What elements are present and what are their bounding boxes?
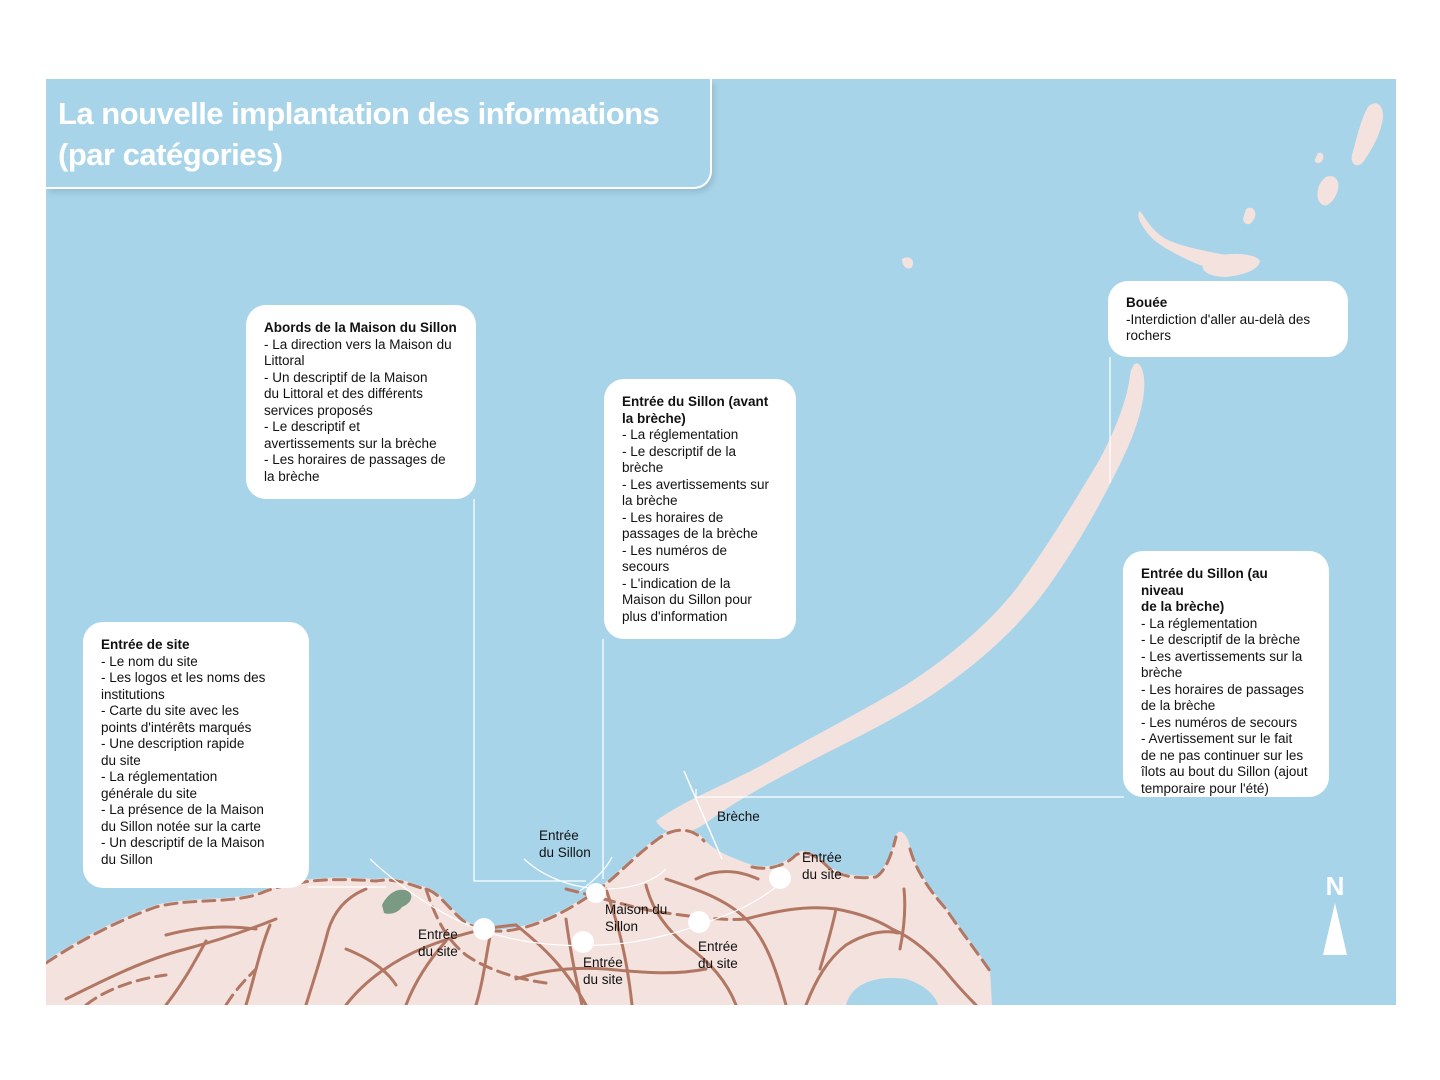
- label-line: du site: [583, 971, 623, 987]
- info-box-line: - Les horaires de passages de: [264, 452, 446, 467]
- info-box-line: plus d'information: [622, 608, 728, 624]
- info-box-line: la brèche: [622, 493, 678, 508]
- label-line: du site: [418, 943, 458, 959]
- info-box-entree-site: Entrée de site - Le nom du site - Les lo…: [83, 622, 309, 888]
- info-box-line: de ne pas continuer sur les: [1141, 747, 1304, 763]
- label-line: Entrée: [802, 850, 842, 865]
- info-box-line: - Le descriptif de la brèche: [1141, 632, 1301, 647]
- label-line: Sillon: [605, 918, 639, 934]
- info-box-line: - Les numéros de: [622, 542, 728, 558]
- breche-line: [683, 770, 723, 860]
- info-box-line: passages de la brèche: [622, 526, 758, 541]
- info-box-line: - Les logos et les noms des: [101, 670, 266, 685]
- map-graphic: [46, 103, 1384, 1005]
- info-box-bouee: Bouée -Interdiction d'aller au-delà des …: [1108, 281, 1348, 357]
- map-frame: La nouvelle implantation des information…: [46, 79, 1396, 1005]
- info-box-line: - Les horaires de: [622, 509, 724, 525]
- label-line: Entrée: [583, 955, 623, 970]
- info-box-entree-sillon-niveau-breche: Entrée du Sillon (au niveau de la brèche…: [1123, 551, 1329, 797]
- info-box-line: - L'indication de la: [622, 575, 731, 591]
- info-box-line: - La réglementation: [101, 769, 218, 784]
- label-entree-site-south: Entrée du site: [583, 955, 623, 988]
- info-box-line: Littoral: [264, 353, 305, 368]
- entry-arcs: [369, 856, 787, 947]
- info-box-line: - Une description rapide: [101, 736, 245, 751]
- info-box-abords-maison-sillon: Abords de la Maison du Sillon - La direc…: [246, 305, 476, 499]
- info-box-line: - Un descriptif de la Maison: [264, 369, 428, 385]
- info-box-line: - Le nom du site: [101, 653, 198, 669]
- info-box-line: - Un descriptif de la Maison: [101, 835, 265, 850]
- info-box-line: du Littoral et des différents: [264, 386, 423, 401]
- info-box-line: générale du site: [101, 785, 198, 801]
- map-title-line-1: La nouvelle implantation des information…: [58, 96, 660, 131]
- info-box-line: Maison du Sillon pour: [622, 592, 752, 607]
- info-box-line: - Les numéros de secours: [1141, 714, 1298, 730]
- info-box-line: de la brèche: [1141, 698, 1216, 713]
- info-box-line: - La réglementation: [622, 427, 739, 442]
- label-line: du Sillon: [539, 844, 591, 860]
- info-box-line: - Le descriptif et: [264, 419, 361, 434]
- info-box-title: Entrée de site: [101, 637, 190, 652]
- info-box-title: Abords de la Maison du Sillon: [264, 320, 457, 335]
- map-title-line-2: (par catégories): [58, 137, 283, 172]
- info-box-title-line-1: Entrée du Sillon (au niveau: [1141, 566, 1268, 598]
- info-box-line: - Les horaires de passages: [1141, 681, 1304, 697]
- info-box-line: secours: [622, 559, 670, 574]
- label-line: du site: [802, 866, 842, 882]
- label-line: Entrée: [539, 828, 579, 843]
- info-box-title-line-1: Entrée du Sillon (avant: [622, 394, 769, 409]
- info-box-line: points d'intérêts marqués: [101, 719, 252, 735]
- label-breche-text: Brèche: [717, 809, 760, 824]
- info-box-line: brèche: [1141, 665, 1183, 680]
- info-box-line: temporaire pour l'été): [1141, 780, 1269, 796]
- info-box-line: - Les avertissements sur la: [1141, 648, 1303, 664]
- info-box-line: -Interdiction d'aller au-delà des: [1126, 311, 1311, 327]
- info-box-line: - La direction vers la Maison du: [264, 336, 452, 352]
- info-box-line: - Les avertissements sur: [622, 476, 770, 492]
- label-line: Entrée: [698, 939, 738, 954]
- land-mass: [46, 828, 992, 1005]
- info-points: [473, 867, 791, 953]
- islets: [902, 103, 1384, 277]
- roads: [64, 870, 978, 1005]
- info-box-title-line-2: la brèche): [622, 410, 686, 426]
- connector-lines: [308, 357, 1124, 888]
- info-box-line: du Sillon: [101, 851, 153, 867]
- label-breche: Brèche: [717, 809, 760, 826]
- info-box-line: rochers: [1126, 328, 1172, 343]
- info-box-line: - La présence de la Maison: [101, 802, 264, 817]
- info-box-line: institutions: [101, 686, 165, 702]
- info-box-title: Bouée: [1126, 295, 1168, 310]
- north-arrow-icon: [1323, 903, 1347, 955]
- label-maison-du-sillon: Maison du Sillon: [605, 902, 667, 935]
- info-box-line: services proposés: [264, 402, 373, 418]
- info-box-entree-sillon-avant-breche: Entrée du Sillon (avant la brèche) - La …: [604, 379, 796, 639]
- info-box-line: îlots au bout du Sillon (ajout: [1141, 764, 1308, 779]
- info-box-line: avertissements sur la brèche: [264, 435, 437, 451]
- info-box-line: - Avertissement sur le fait: [1141, 731, 1293, 746]
- info-box-line: - Le descriptif de la: [622, 443, 737, 459]
- info-box-line: - La réglementation: [1141, 615, 1258, 631]
- info-box-line: la brèche: [264, 468, 320, 484]
- label-line: du site: [698, 955, 738, 971]
- info-box-line: du Sillon notée sur la carte: [101, 818, 261, 834]
- map-title: La nouvelle implantation des information…: [58, 93, 660, 175]
- label-entree-site-west: Entrée du site: [418, 927, 458, 960]
- label-line: Entrée: [418, 927, 458, 942]
- north-label: N: [1325, 871, 1345, 901]
- info-box-line: du site: [101, 752, 141, 768]
- label-entree-sillon: Entrée du Sillon: [539, 828, 591, 861]
- label-line: Maison du: [605, 902, 668, 917]
- bay: [846, 978, 938, 1005]
- title-panel: La nouvelle implantation des information…: [46, 79, 712, 189]
- label-entree-site-east: Entrée du site: [802, 850, 842, 883]
- label-entree-site-southeast: Entrée du site: [698, 939, 738, 972]
- info-box-line: - Carte du site avec les: [101, 703, 240, 718]
- info-box-line: brèche: [622, 460, 664, 475]
- vegetation-patch: [382, 889, 412, 914]
- info-box-title-line-2: de la brèche): [1141, 599, 1225, 614]
